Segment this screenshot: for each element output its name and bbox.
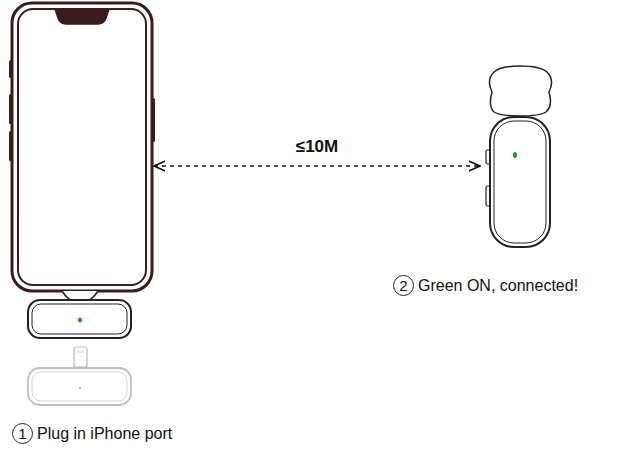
step-text: Plug in iPhone port	[37, 426, 172, 442]
mic-transmitter	[486, 66, 552, 247]
callout-number: 2	[393, 275, 414, 296]
callout-number: 1	[12, 423, 33, 444]
iphone	[9, 3, 155, 291]
receiver-faded	[28, 347, 131, 405]
distance-label: ≤10M	[296, 138, 338, 155]
step-text: Green ON, connected!	[418, 278, 578, 294]
distance-arrow	[154, 165, 480, 166]
receiver-plugged	[28, 291, 131, 338]
